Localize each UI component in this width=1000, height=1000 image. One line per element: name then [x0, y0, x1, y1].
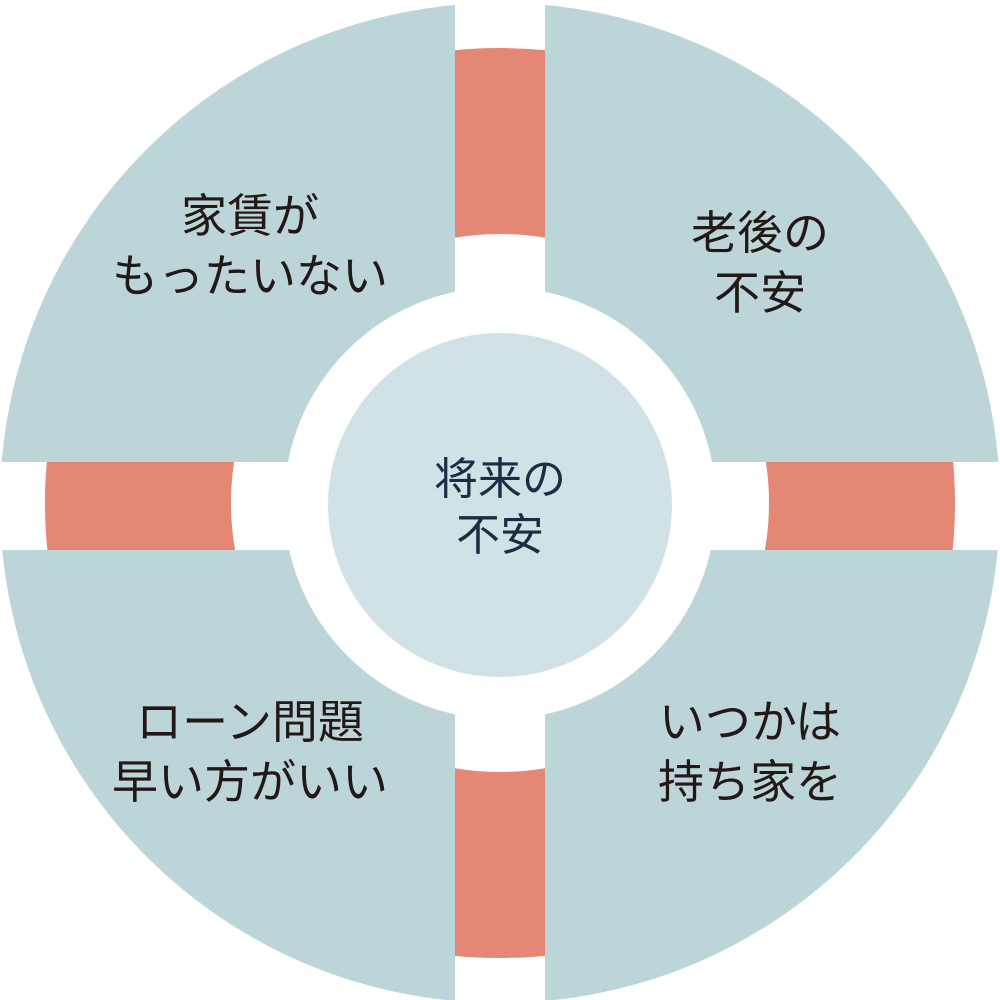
- quadrant-bottom-left-line1: ローン問題: [136, 695, 364, 749]
- quadrant-top-right-line1: 老後の: [691, 206, 829, 260]
- quadrant-bottom-left: ローン問題 早い方がいい: [60, 692, 440, 812]
- center-label-line2: 不安: [456, 510, 544, 561]
- quadrant-bottom-right-line1: いつかは: [658, 695, 842, 749]
- center-label-line1: 将来の: [434, 454, 566, 505]
- quadrant-top-left-line2: もったいない: [112, 249, 388, 303]
- quadrant-top-right: 老後の 不安: [570, 203, 950, 323]
- quadrant-bottom-right: いつかは 持ち家を: [560, 692, 940, 812]
- ring-segments: [45, 48, 955, 958]
- center-circle: [328, 333, 672, 677]
- quadrant-bottom-left-line2: 早い方がいい: [112, 755, 388, 809]
- quadrant-top-left-line1: 家賃が: [181, 189, 319, 243]
- center-label: 将来の 不安: [350, 452, 650, 564]
- quadrant-top-right-line2: 不安: [714, 266, 806, 320]
- quadrant-bottom-right-line2: 持ち家を: [658, 755, 842, 809]
- quadrant-top-left: 家賃が もったいない: [60, 186, 440, 306]
